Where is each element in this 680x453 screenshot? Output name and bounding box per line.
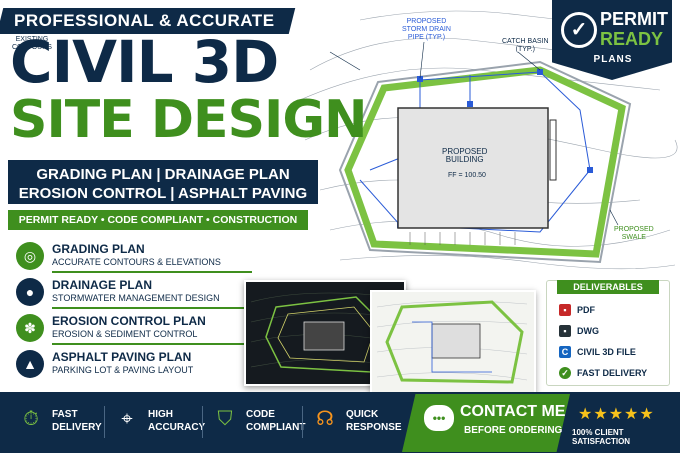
stopwatch-icon: ⏱ xyxy=(23,408,39,430)
badge-line-1: PERMIT xyxy=(600,9,669,29)
callout-storm-drain: PROPOSED STORM DRAIN PIPE (TYP.) xyxy=(402,18,451,41)
callout-leaders xyxy=(329,41,619,226)
check-icon: ✓ xyxy=(561,12,597,48)
divider xyxy=(202,406,203,438)
site-plan-drawing xyxy=(300,10,678,270)
crosshair-icon: ⌖ xyxy=(121,408,133,430)
civil3d-file-icon: C xyxy=(559,346,571,358)
service-title: DRAINAGE PLAN xyxy=(52,278,153,292)
service-desc: EROSION & SEDIMENT CONTROL xyxy=(52,329,198,339)
service-desc: STORMWATER MANAGEMENT DESIGN xyxy=(52,293,220,303)
service-title: EROSION CONTROL PLAN xyxy=(52,314,206,328)
check-circle-icon: ✓ xyxy=(559,367,571,379)
service-desc: ACCURATE CONTOURS & ELEVATIONS xyxy=(52,257,221,267)
deliverable-fast-delivery: ✓FAST DELIVERY xyxy=(559,367,647,379)
callout-catch-basin: CATCH BASIN (TYP.) xyxy=(502,38,549,53)
deliverable-pdf: ▪PDF xyxy=(559,304,595,316)
contact-title[interactable]: CONTACT ME xyxy=(460,403,566,420)
service-item-erosion: ✽ EROSION CONTROL PLAN EROSION & SEDIMEN… xyxy=(16,314,252,346)
divider xyxy=(104,406,105,438)
divider xyxy=(302,406,303,438)
proposed-building-footprint xyxy=(397,107,549,229)
main-title: CIVIL 3D xyxy=(10,28,279,96)
callout-existing-contours: EXISTING CONTOURS xyxy=(12,36,52,51)
deliverables-heading: DELIVERABLES xyxy=(557,280,659,294)
site-boundary xyxy=(338,60,632,264)
badge-line-2: READY xyxy=(600,29,664,49)
water-drop-icon: ● xyxy=(16,278,44,306)
cad-screenshot-light xyxy=(370,290,536,394)
deliverable-dwg: ▪DWG xyxy=(559,325,599,337)
plan-types-box: GRADING PLAN | DRAINAGE PLAN EROSION CON… xyxy=(8,160,318,204)
callout-proposed-swale: PROPOSED SWALE xyxy=(614,226,654,241)
badge-line-3: PLANS xyxy=(593,54,633,65)
banner-text: PROFESSIONAL & ACCURATE xyxy=(14,11,275,30)
plan-types-row-1: GRADING PLAN | DRAINAGE PLAN xyxy=(36,166,290,183)
service-title: ASPHALT PAVING PLAN xyxy=(52,350,192,364)
satisfaction-text: 100% CLIENT SATISFACTION xyxy=(572,428,631,446)
service-item-paving: ▲ ASPHALT PAVING PLAN PARKING LOT & PAVI… xyxy=(16,350,246,382)
service-desc: PARKING LOT & PAVING LAYOUT xyxy=(52,365,194,375)
five-star-rating: ★★★★★ xyxy=(578,406,655,423)
service-item-drainage: ● DRAINAGE PLAN STORMWATER MANAGEMENT DE… xyxy=(16,278,252,310)
sub-title: SITE DESIGN xyxy=(10,90,368,150)
contact-subtitle[interactable]: BEFORE ORDERING xyxy=(464,425,563,436)
parking-stalls xyxy=(409,232,516,245)
dwg-file-icon: ▪ xyxy=(559,325,571,337)
service-item-grading: ◎ GRADING PLAN ACCURATE CONTOURS & ELEVA… xyxy=(16,242,252,274)
divider xyxy=(52,343,252,345)
chat-bubble-icon[interactable]: ••• xyxy=(424,405,454,431)
pdf-file-icon: ▪ xyxy=(559,304,571,316)
headset-icon: ☊ xyxy=(316,408,334,430)
divider xyxy=(52,307,252,309)
tagline-strip: PERMIT READY • CODE COMPLIANT • CONSTRUC… xyxy=(8,210,308,246)
building-label: PROPOSED BUILDING xyxy=(442,147,488,164)
grass-icon: ✽ xyxy=(16,314,44,342)
divider xyxy=(52,271,252,273)
finished-floor-label: FF = 100.50 xyxy=(448,172,486,179)
plan-types-row-2: EROSION CONTROL | ASPHALT PAVING xyxy=(18,185,308,202)
shield-check-icon: ⛉ xyxy=(217,408,233,430)
contour-icon: ◎ xyxy=(16,242,44,270)
service-title: GRADING PLAN xyxy=(52,242,145,256)
road-icon: ▲ xyxy=(16,350,44,378)
